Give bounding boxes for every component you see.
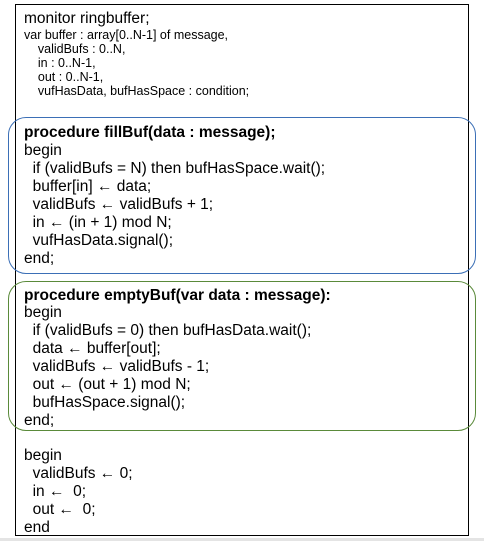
header-line-6: vufHasData, bufHasSpace : condition; [24,84,250,98]
fillbuf-highlight-box [8,117,476,274]
fillbuf-line-advance-in: in ← (in + 1) mod N; [24,214,172,231]
emptybuf-signature: procedure emptyBuf(var data : message): [24,287,331,304]
init-line-validbufs: validBufs ← 0; [24,465,133,482]
init-line-end: end [24,519,50,536]
header-line-2: var buffer : array[0..N-1] of message, [24,28,229,42]
emptybuf-line-read-buffer: data ← buffer[out]; [24,340,161,357]
bottom-divider [0,538,484,541]
emptybuf-highlight-box [8,281,476,431]
emptybuf-line-end: end; [24,412,55,429]
fillbuf-line-begin: begin [24,142,62,159]
emptybuf-line-signal: bufHasSpace.signal(); [24,394,186,411]
fillbuf-line-end: end; [24,250,55,267]
header-line-1: monitor ringbuffer; [24,10,150,27]
emptybuf-line-advance-out: out ← (out + 1) mod N; [24,376,191,393]
fillbuf-line-assign-buffer: buffer[in] ← data; [24,178,152,195]
header-line-3: validBufs : 0..N, [24,42,126,56]
init-line-in: in ← 0; [24,483,87,500]
fillbuf-line-wait: if (validBufs = N) then bufHasSpace.wait… [24,160,326,177]
fillbuf-line-increment: validBufs ← validBufs + 1; [24,196,214,213]
emptybuf-line-begin: begin [24,304,62,321]
init-line-begin: begin [24,447,62,464]
init-line-out: out ← 0; [24,501,96,518]
header-line-4: in : 0..N-1, [24,56,96,70]
fillbuf-line-signal: vufHasData.signal(); [24,232,174,249]
emptybuf-line-decrement: validBufs ← validBufs - 1; [24,358,210,375]
header-line-5: out : 0..N-1, [24,70,104,84]
emptybuf-line-wait: if (validBufs = 0) then bufHasData.wait(… [24,322,312,339]
fillbuf-signature: procedure fillBuf(data : message); [24,124,276,141]
